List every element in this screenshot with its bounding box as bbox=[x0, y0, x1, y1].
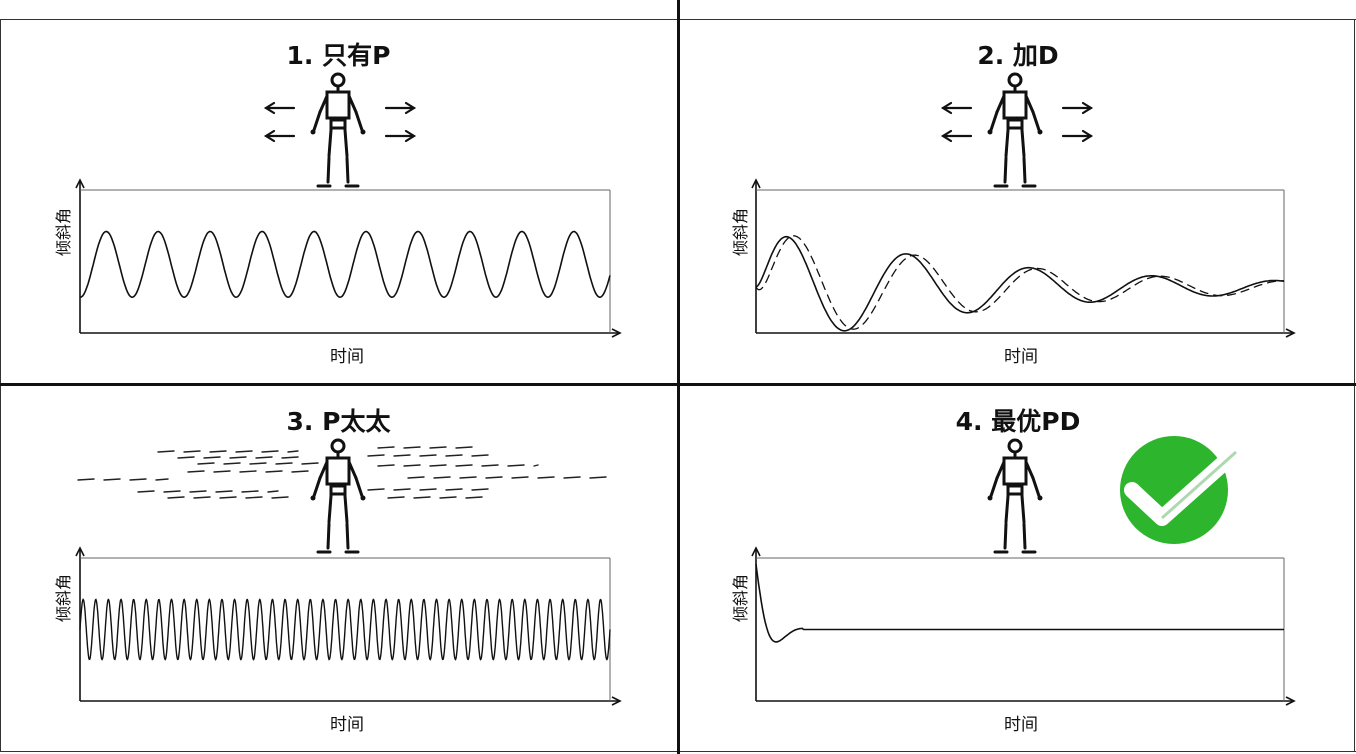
swaying-arrows-icon bbox=[940, 101, 1094, 143]
checkmark-icon bbox=[1120, 436, 1244, 544]
response-curve bbox=[79, 598, 611, 661]
response-curve-dashed bbox=[755, 235, 1284, 330]
panel-title: 1. 只有P bbox=[286, 41, 391, 70]
robot-torso bbox=[1002, 90, 1028, 120]
y-axis-label: 倾斜角 bbox=[731, 573, 751, 623]
horizontal-divider bbox=[0, 383, 1356, 386]
robot-torso bbox=[325, 456, 351, 486]
tilt-chart bbox=[75, 546, 622, 706]
robot-figure bbox=[987, 72, 1043, 188]
robot-figure bbox=[987, 438, 1043, 554]
panel-title: 4. 最优PD bbox=[955, 407, 1081, 436]
x-axis-label: 时间 bbox=[1004, 347, 1038, 367]
vibration-lines-icon bbox=[77, 446, 607, 499]
vertical-divider bbox=[677, 0, 680, 754]
panel-p-only: 1. 只有P 时间 倾斜角 bbox=[0, 20, 677, 383]
x-axis-label: 时间 bbox=[1004, 715, 1038, 735]
robot-torso bbox=[325, 90, 351, 120]
y-axis-label: 倾斜角 bbox=[731, 207, 751, 257]
checkmark-stroke bbox=[1124, 444, 1244, 526]
panel-title: 3. P太太 bbox=[286, 407, 391, 436]
panel-p-too-high: 3. P太太 时间 倾斜角 bbox=[0, 386, 677, 752]
robot-torso bbox=[1002, 456, 1028, 486]
swaying-arrows-icon bbox=[263, 101, 417, 143]
panel-title: 2. 加D bbox=[977, 41, 1059, 70]
panel-optimal-pd: 4. 最优PD 时间 倾斜角 bbox=[680, 386, 1356, 752]
x-axis-label: 时间 bbox=[330, 715, 364, 735]
response-curve bbox=[755, 235, 1285, 332]
panel-add-d: 2. 加D 时间 倾斜角 bbox=[680, 20, 1356, 383]
robot-figure bbox=[310, 438, 366, 554]
tilt-chart bbox=[751, 546, 1296, 706]
y-axis-label: 倾斜角 bbox=[54, 573, 74, 623]
tilt-chart bbox=[75, 178, 622, 338]
response-curve bbox=[79, 230, 611, 299]
checkmark-badge bbox=[1120, 436, 1228, 544]
response-curve bbox=[755, 564, 1284, 643]
y-axis-label: 倾斜角 bbox=[54, 207, 74, 257]
robot-figure bbox=[310, 72, 366, 188]
x-axis-label: 时间 bbox=[330, 347, 364, 367]
tilt-chart bbox=[751, 178, 1296, 338]
